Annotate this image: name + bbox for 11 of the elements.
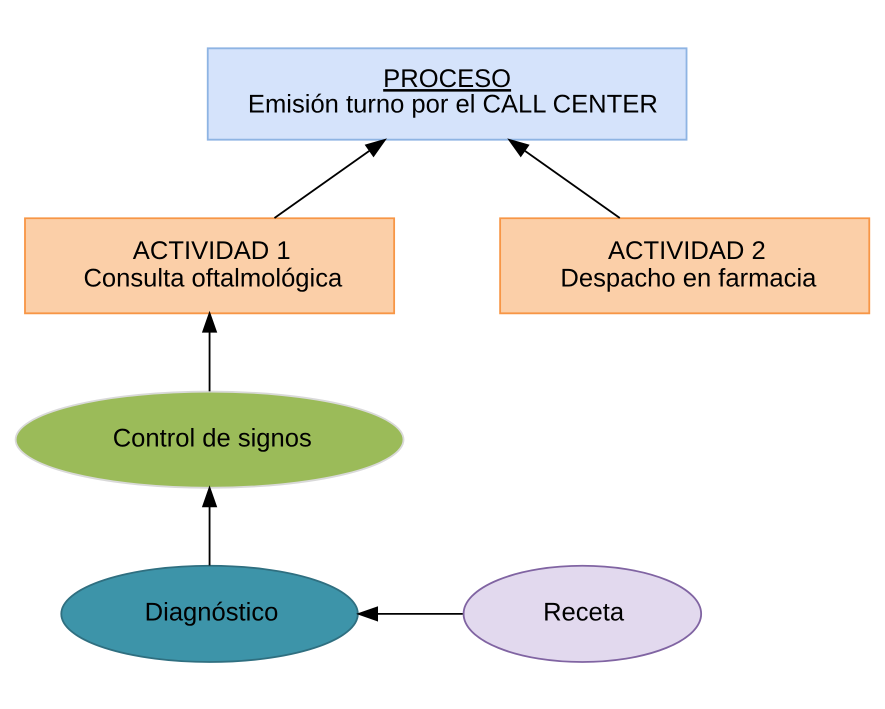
arrow [202, 484, 218, 565]
node-ellipse: Control de signos [14, 390, 404, 488]
node-box: ACTIVIDAD 1 Consulta oftalmológica [24, 216, 396, 314]
node-box: ACTIVIDAD 2 Despacho en farmacia [499, 216, 870, 314]
arrow [356, 606, 463, 622]
node-ellipse: Receta [462, 564, 702, 662]
node-box: PROCESO Emisión turno por el CALL CENTER [206, 46, 688, 140]
arrow [507, 138, 620, 218]
node-ellipse: Diagnóstico [60, 564, 359, 662]
arrow [274, 138, 387, 218]
arrow [202, 310, 218, 391]
